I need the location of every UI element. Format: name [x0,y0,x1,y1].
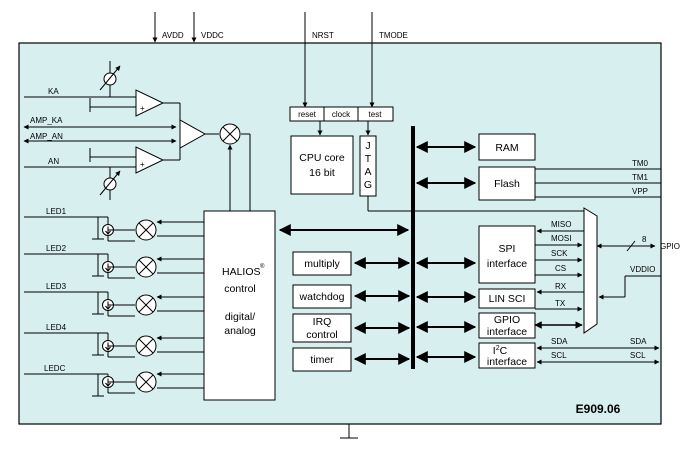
led-driver-icon [135,335,157,357]
svg-text:SCK: SCK [551,249,568,258]
led2-label: LED2 [46,244,67,253]
ka-label: KA [48,87,59,96]
flash-block: Flash [415,166,536,201]
svg-text:control: control [306,329,338,341]
halios-title: HALIOS [222,266,261,278]
svg-text:TX: TX [555,299,566,308]
svg-text:8: 8 [642,235,647,244]
led3-channel: LED3 [24,282,204,317]
svg-text:SDA: SDA [630,337,647,346]
svg-text:interface: interface [487,326,527,338]
svg-text:J: J [365,140,370,152]
halios-analog-label: analog [224,325,256,337]
led3-label: LED3 [46,282,67,291]
svg-text:SDA: SDA [551,337,568,346]
amp-ka-label: AMP_KA [30,116,63,125]
flash-test-pins: TM0 TM1 VPP [535,159,661,198]
led-driver-icon [135,219,157,241]
spi-block: SPI interface MISO MOSI SCK CS [415,220,584,284]
control-bar: reset clock test [289,106,394,136]
led-driver-icon [135,371,157,393]
halios-control-block: HALIOS ® control digital/ analog [203,210,276,401]
ground-symbol [340,424,358,439]
halios-control-label: control [224,283,256,295]
an-label: AN [48,157,59,166]
svg-text:Flash: Flash [494,178,520,190]
vddio-label: VDDIO [630,265,655,274]
svg-text:IRQ: IRQ [313,316,332,328]
svg-text:RX: RX [555,282,567,291]
svg-text:MISO: MISO [551,220,571,229]
svg-text:GPIO: GPIO [494,314,520,326]
svg-text:watchdog: watchdog [299,291,345,303]
svg-text:MOSI: MOSI [551,234,571,243]
lin-sci-block: LIN SCI RX TX [415,282,584,312]
led4-channel: LED4 [24,323,204,358]
ledc-label: LEDC [44,364,66,373]
avdd-label: AVDD [162,31,184,40]
svg-text:SPI: SPI [499,243,516,255]
top-pins: AVDD VDDC NRST TMODE [152,12,408,108]
svg-text:timer: timer [310,354,334,366]
led-driver-icon [135,256,157,278]
led2-channel: LED2 [24,244,204,279]
led-driver-section: LED1 LED2 [24,207,204,397]
cpu-line1: CPU core [299,152,345,164]
jtag-block: J T A G [359,135,587,212]
clock-label: clock [332,110,351,119]
svg-text:TM1: TM1 [632,173,649,182]
svg-text:G: G [364,179,372,191]
watchdog-block: watchdog [292,284,411,309]
svg-text:I2C: I2C [493,345,508,357]
halios-digital-label: digital/ [225,311,255,323]
svg-text:SCL: SCL [551,351,567,360]
mixer-icon [219,123,241,145]
svg-text:TM0: TM0 [632,159,649,168]
led4-label: LED4 [46,323,67,332]
led-driver-icon [135,294,157,316]
gpio-pin-label: GPIO [660,242,680,251]
tmode-label: TMODE [379,31,408,40]
ram-block: RAM [415,133,536,161]
svg-text:VPP: VPP [632,187,648,196]
cpu-line2: 16 bit [309,167,335,179]
svg-text:multiply: multiply [304,258,340,270]
led1-channel: LED1 [24,207,204,242]
svg-text:interface: interface [487,356,527,368]
gpio-interface-block: GPIO interface [415,312,583,339]
io-multiplexer: 8 GPIO VDDIO [583,207,680,334]
svg-text:+: + [140,160,145,169]
svg-text:T: T [365,153,372,165]
part-number: E909.06 [576,402,621,416]
vddc-label: VDDC [201,31,224,40]
upper-comparator-icon [135,89,165,117]
led1-label: LED1 [46,207,67,216]
svg-text:+: + [140,104,145,113]
svg-text:SCL: SCL [630,351,646,360]
cpu-core-block: CPU core 16 bit [290,135,354,195]
timer-block: timer [292,347,411,372]
amp-an-label: AMP_AN [30,132,63,141]
amplifier-icon [179,119,207,149]
analog-input-section: KA AMP_KA AMP_AN AN + + [23,61,251,211]
i2c-interface-block: I2C interface SDA SCL SDA SCL [415,337,660,369]
multiply-block: multiply [292,251,411,276]
nrst-label: NRST [312,31,334,40]
test-label: test [369,110,383,119]
irq-control-block: IRQ control [292,313,411,343]
svg-text:LIN SCI: LIN SCI [489,293,526,305]
svg-text:®: ® [260,263,265,270]
lower-comparator-icon [135,146,165,174]
ledc-channel: LEDC [24,364,204,397]
reset-label: reset [298,110,317,119]
svg-text:CS: CS [555,264,566,273]
svg-text:A: A [364,166,371,178]
svg-text:RAM: RAM [495,142,518,154]
svg-text:interface: interface [487,258,527,270]
